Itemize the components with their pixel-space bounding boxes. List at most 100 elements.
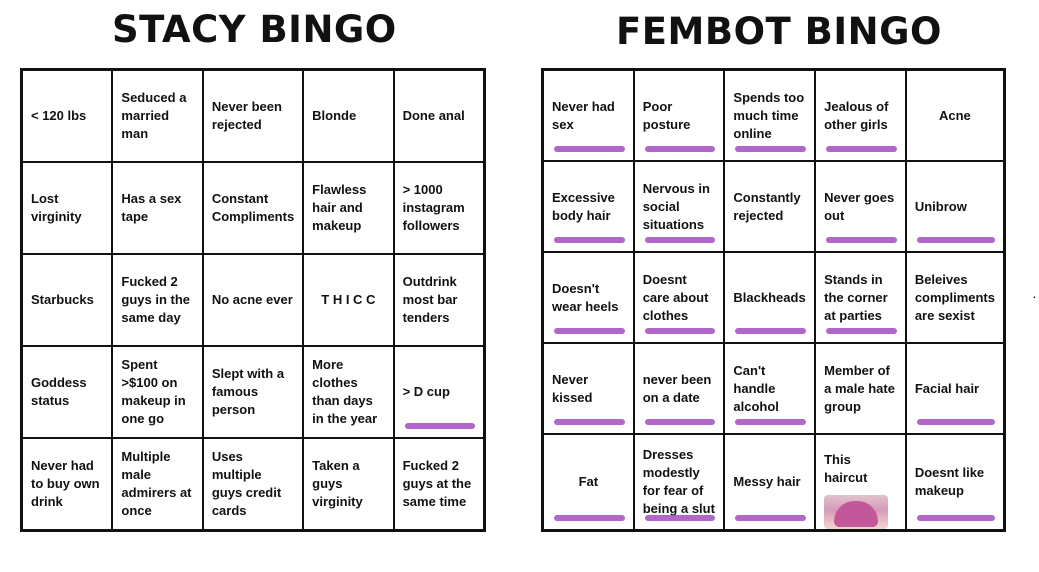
stacy-cell: Lost virginity [22,162,113,254]
fembot-cell: Doesnt like makeup [905,434,1004,530]
fembot-cell-text: Beleives compliments are sexist [914,271,995,323]
stacy-cell: Uses multiple guys credit cards [202,438,304,530]
fembot-cell-text: Never had sex [552,98,615,132]
fembot-cell: Facial hair [905,343,1004,434]
fembot-bingo-grid: Never had sex Poor posture Spends too much… [541,68,1006,532]
stacy-cell-text: Slept with a famous person [211,366,285,417]
stacy-cell: Seduced a married man [112,70,203,162]
stacy-cell-text: Flawless hair and makeup [312,182,367,233]
stray-mark: · [1032,288,1037,304]
fembot-cell: Doesn't wear heels [543,252,634,343]
stacy-cell-text: Taken a guys virginity [312,458,363,509]
stacy-cell-text: Never been rejected [211,99,282,132]
fembot-cell: Messy hair [724,434,816,530]
stacy-cell: Done anal [393,70,484,162]
fembot-cell-text: Constantly rejected [733,189,801,223]
fembot-cell: Can't handle alcohol [724,343,816,434]
stacy-bingo-title: STACY BINGO [112,8,397,51]
stacy-cell: Fucked 2 guys at the same time [393,438,484,530]
stacy-cell-text: Fucked 2 guys at the same time [402,458,472,509]
stacy-cell-text: < 120 lbs [31,108,87,123]
stacy-cell: Constant Compliments [202,162,304,254]
fembot-cell-text: Fat [578,474,599,489]
fembot-cell: Dresses modestly for fear of being a slu… [633,434,725,530]
fembot-cell: Poor posture [633,70,725,161]
fembot-cell: Blackheads [724,252,816,343]
stacy-cell-text: Spent >$100 on makeup in one go [121,357,186,426]
fembot-cell-text: Jealous of other girls [824,98,889,132]
fembot-cell: Jealous of other girls [815,70,906,161]
fembot-cell-text: Doesnt like makeup [914,465,985,498]
stacy-cell: Fucked 2 guys in the same day [112,254,203,346]
fembot-cell: Never had sex [543,70,634,161]
stacy-cell-text: Starbucks [31,292,94,307]
fembot-bingo-title: FEMBOT BINGO [616,10,942,53]
stacy-cell-text: Constant Compliments [211,191,295,224]
stacy-cell: Goddess status [22,346,113,438]
stacy-cell-text: T H I C C [321,292,376,307]
stacy-cell: Never been rejected [202,70,304,162]
stacy-cell: Outdrink most bar tenders [393,254,484,346]
stacy-cell-text: Blonde [312,108,357,123]
stacy-cell: Has a sex tape [112,162,203,254]
stacy-cell-text: Fucked 2 guys in the same day [121,274,191,325]
stacy-cell: Blonde [303,70,394,162]
fembot-cell-text: Doesnt care about clothes [642,271,709,323]
fembot-cell-text: Excessive body hair [552,189,615,223]
stacy-cell-text: Goddess status [31,375,87,408]
fembot-cell-text: Messy hair [733,474,801,489]
fembot-cell-text: Nervous in social situations [642,180,710,232]
fembot-cell: This haircut [815,434,906,530]
fembot-cell-text: Never goes out [824,189,895,223]
stacy-cell: Spent >$100 on makeup in one go [112,346,203,438]
haircut-photo [824,495,889,529]
fembot-cell: Member of a male hate group [815,343,906,434]
fembot-cell: Nervous in social situations [633,161,725,252]
fembot-cell: Beleives compliments are sexist [905,252,1004,343]
fembot-cell: Constantly rejected [724,161,816,252]
fembot-cell: Unibrow [905,161,1004,252]
fembot-cell-text: Unibrow [914,198,967,214]
stacy-cell-text: Outdrink most bar tenders [402,274,458,325]
stacy-cell: T H I C C [303,254,394,346]
fembot-cell: Doesnt care about clothes [633,252,725,343]
fembot-cell-text: Never kissed [552,371,593,405]
fembot-cell: Spends too much time online [724,70,816,161]
fembot-cell-text: Blackheads [733,289,806,305]
stacy-cell: Never had to buy own drink [22,438,113,530]
stacy-cell: Starbucks [22,254,113,346]
fembot-cell: Excessive body hair [543,161,634,252]
fembot-cell-text: Stands in the corner at parties [824,271,888,323]
stacy-cell-text: Lost virginity [31,191,82,224]
fembot-cell: Never kissed [543,343,634,434]
stacy-cell: < 120 lbs [22,70,113,162]
stacy-cell: More clothes than days in the year [303,346,394,438]
fembot-cell: Acne [905,70,1004,161]
fembot-cell-text: Facial hair [914,380,980,396]
fembot-cell: Fat [543,434,634,530]
fembot-cell: Stands in the corner at parties [815,252,906,343]
stacy-cell: > 1000 instagram followers [393,162,484,254]
stacy-cell: Flawless hair and makeup [303,162,394,254]
stacy-cell-text: Has a sex tape [121,191,182,224]
fembot-cell-text: Acne [939,107,971,123]
fembot-cell: Never goes out [815,161,906,252]
fembot-cell-text: Spends too much time online [733,89,805,141]
stacy-cell: No acne ever [202,254,304,346]
stacy-cell-text: Multiple male admirers at once [121,449,192,518]
fembot-cell: never been on a date [633,343,725,434]
stacy-cell-text: Done anal [402,108,465,123]
stacy-cell-text: No acne ever [211,292,293,307]
fembot-cell-text: Can't handle alcohol [733,362,779,414]
stacy-cell: > D cup [393,346,484,438]
stacy-cell-text: More clothes than days in the year [312,357,378,426]
stacy-cell-text: Never had to buy own drink [31,458,100,509]
fembot-cell-text: Doesn't wear heels [552,280,619,314]
stacy-cell-text: > 1000 instagram followers [402,182,465,233]
fembot-cell-text: This haircut [824,452,868,485]
fembot-cell-text: Member of a male hate group [824,362,895,414]
fembot-cell-text: never been on a date [642,371,712,405]
stacy-cell-text: Seduced a married man [121,90,187,141]
fembot-cell-text: Poor posture [642,98,691,132]
stacy-cell-text: > D cup [402,384,450,399]
